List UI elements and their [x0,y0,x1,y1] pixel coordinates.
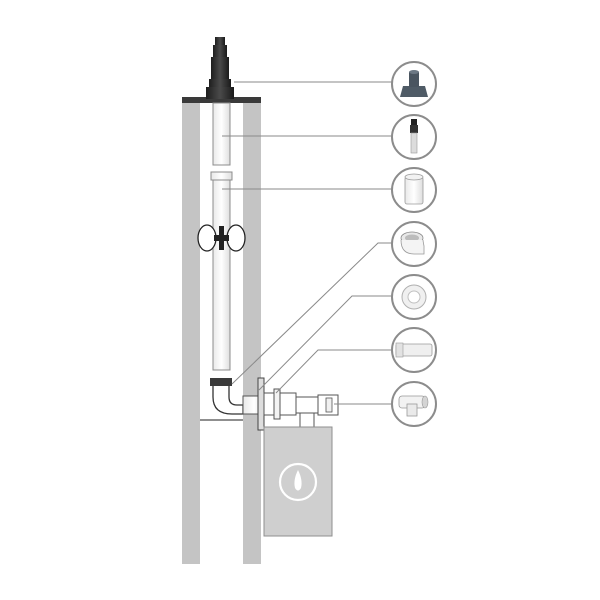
chimney-cap [182,97,261,103]
chimney [182,97,261,564]
chimney-right-wall [243,102,261,564]
tee-adapter-icon [398,395,429,417]
thumbnail-roof-terminal [391,61,437,107]
chimney-left-wall [182,102,200,564]
wall-rosette-icon [401,284,427,310]
extension-pipe-icon [404,173,424,205]
component-thumbnails [391,61,437,427]
vertical-terminal-pipe-icon [410,119,418,154]
leader-lines [222,81,392,405]
elbow-bend-icon [400,231,425,255]
thumbnail-vertical-pipe [391,114,437,160]
horizontal-connection [242,377,339,431]
roof-terminal [206,37,234,99]
thumbnail-extension-pipe [391,167,437,213]
leader-line-wall-rosette [258,295,392,391]
vertical-flue [210,102,233,371]
base-elbow [210,378,244,415]
thumbnail-tee [391,381,437,427]
leader-line-horizontal-pipe [275,349,392,394]
spacer-clip [197,224,246,252]
horizontal-pipe-icon [395,342,433,358]
thumbnail-horizontal-pipe [391,327,437,373]
thumbnail-elbow [391,221,437,267]
flame-icon [294,470,302,491]
thumbnail-wall-rosette [391,274,437,320]
boiler-dial [278,462,318,502]
boiler [263,426,333,537]
leader-line-elbow [231,242,392,385]
roof-terminal-icon [400,70,428,97]
